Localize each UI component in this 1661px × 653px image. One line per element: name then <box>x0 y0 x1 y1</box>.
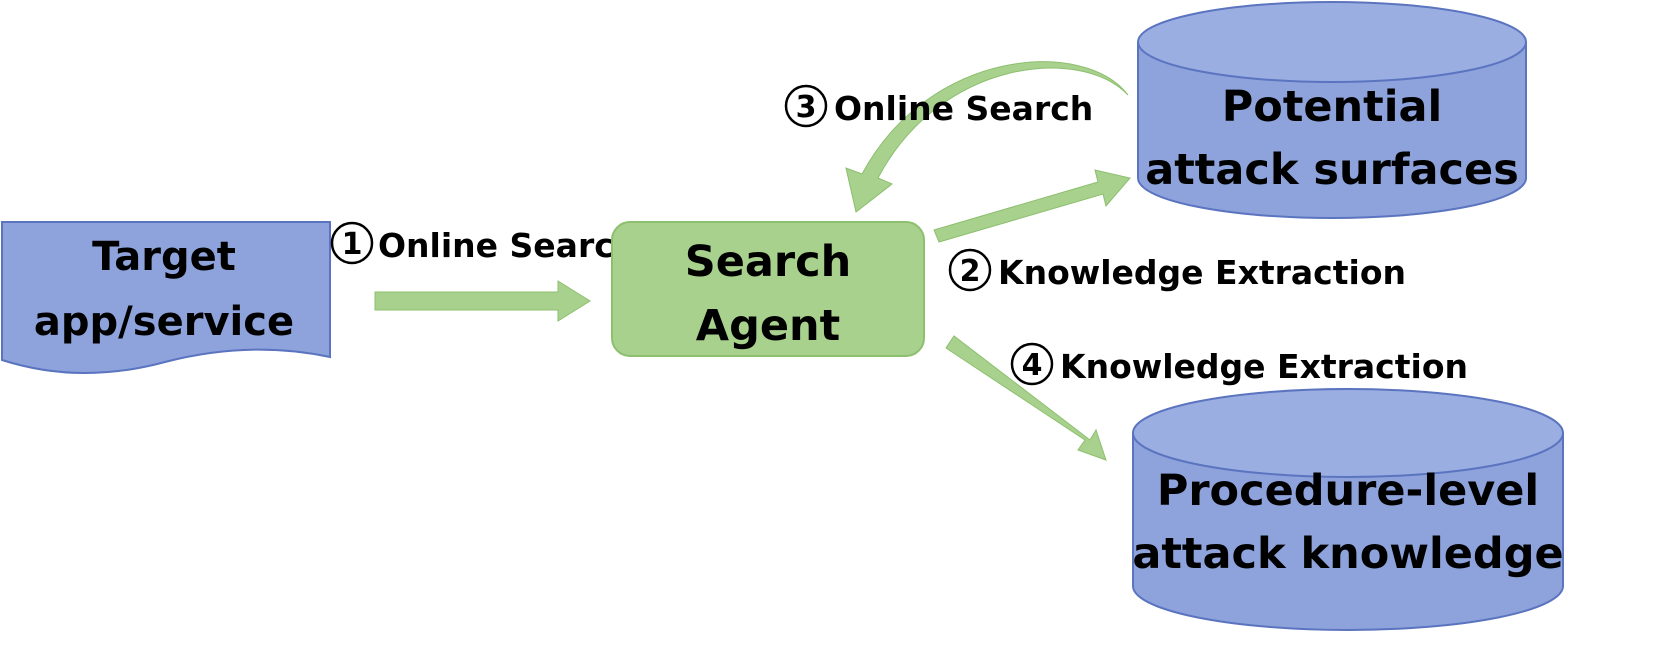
step-1-text: Online Search <box>378 226 637 265</box>
surfaces-label-line2: attack surfaces <box>1145 145 1519 195</box>
procedure-label-line1: Procedure-level <box>1157 466 1539 516</box>
step-1-label: 1 Online Search <box>330 221 637 265</box>
step-4-number: 4 <box>1022 348 1043 383</box>
surfaces-cylinder-top <box>1137 1 1527 83</box>
search-agent-shape <box>611 221 925 357</box>
target-node: Target app/service <box>1 221 331 375</box>
procedure-cylinder-body <box>1132 433 1564 631</box>
search-agent-label-line1: Search <box>685 237 851 287</box>
target-label-line1: Target <box>92 234 236 280</box>
step-2-circle <box>948 248 992 292</box>
step-3-number: 3 <box>796 90 817 125</box>
step-2-text: Knowledge Extraction <box>998 253 1406 292</box>
arrow-agent-to-surfaces <box>933 169 1131 243</box>
arrow-target-to-agent <box>374 280 591 322</box>
step-4-circle <box>1010 342 1054 386</box>
surfaces-label-line1: Potential <box>1222 82 1442 132</box>
arrow-agent-to-procedure <box>945 335 1107 461</box>
step-4-label: 4 Knowledge Extraction <box>1010 342 1468 386</box>
procedure-cylinder-top <box>1132 388 1564 478</box>
step-2-label: 2 Knowledge Extraction <box>948 248 1406 292</box>
procedure-label-line2: attack knowledge <box>1132 529 1563 579</box>
step-1-circle <box>330 221 374 265</box>
surfaces-cylinder-body <box>1137 42 1527 219</box>
step-3-text: Online Search <box>834 89 1093 128</box>
step-3-circle <box>784 84 828 128</box>
search-agent-label-line2: Agent <box>696 301 840 351</box>
step-4-text: Knowledge Extraction <box>1060 347 1468 386</box>
potential-attack-surfaces-node: Potential attack surfaces <box>1137 1 1527 219</box>
procedure-level-knowledge-node: Procedure-level attack knowledge <box>1132 388 1564 631</box>
arrow-surfaces-to-agent-curved <box>845 61 1129 213</box>
target-label-line2: app/service <box>34 299 294 345</box>
target-shape <box>1 221 331 375</box>
step-3-label: 3 Online Search <box>784 84 1093 128</box>
search-agent-node: Search Agent <box>611 221 925 357</box>
step-1-number: 1 <box>342 227 363 262</box>
step-2-number: 2 <box>960 254 981 289</box>
